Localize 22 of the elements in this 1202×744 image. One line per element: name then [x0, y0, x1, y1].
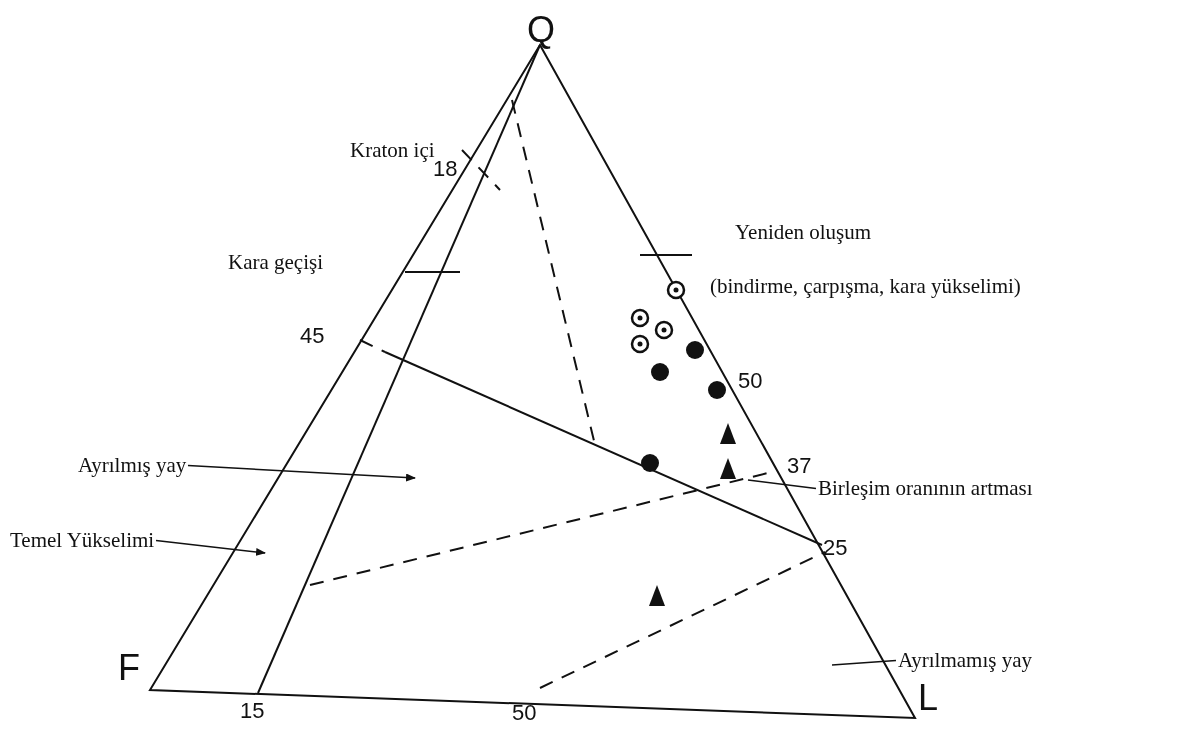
scale-number: 25: [823, 537, 848, 559]
field-label: Yeniden oluşum: [735, 222, 872, 243]
scale-number: 37: [787, 455, 812, 477]
field-label: Birleşim oranının artması: [818, 478, 1033, 499]
field-label: Ayrılmış yay: [78, 455, 187, 476]
field-label: (bindirme, çarpışma, kara yükselimi): [710, 276, 1021, 297]
field-label: Kraton içi: [350, 140, 435, 161]
scale-number: 45: [300, 325, 325, 347]
vertex-label: F: [118, 650, 140, 686]
scale-number: 18: [433, 158, 458, 180]
scale-number: 15: [240, 700, 265, 722]
vertex-label: L: [918, 680, 939, 716]
field-label: Kara geçişi: [228, 252, 324, 273]
leader-line: [831, 659, 897, 666]
vertex-label: Q: [527, 12, 555, 48]
arrow: [187, 464, 416, 482]
scale-number: 50: [738, 370, 763, 392]
field-label: Temel Yükselimi: [10, 530, 155, 551]
scale-number: 50: [512, 702, 537, 724]
field-label: Ayrılmamış yay: [898, 650, 1032, 671]
leader-line: [747, 479, 817, 490]
arrow: [155, 539, 266, 556]
